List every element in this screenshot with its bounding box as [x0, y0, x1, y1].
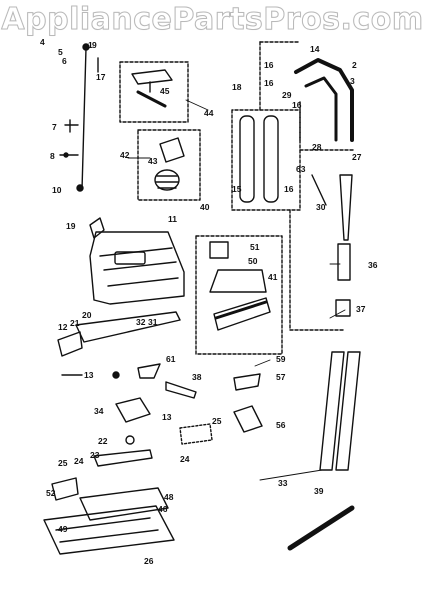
callout-label: 24 [74, 456, 84, 466]
floor-tool-group [195, 235, 283, 355]
callout-label: 23 [90, 450, 100, 460]
callout-label: 22 [98, 436, 108, 446]
callout-label: 8 [50, 151, 55, 161]
callout-label: 16 [292, 100, 302, 110]
callout-label: 29 [282, 90, 292, 100]
callout-label: 13 [84, 370, 94, 380]
leader-lines [127, 99, 346, 481]
callout-label: 5 [58, 47, 63, 57]
dashed-boundary [259, 41, 346, 331]
small-parts-group [51, 363, 263, 501]
callout-label: 40 [200, 202, 210, 212]
callout-label: 32 [136, 317, 146, 327]
callout-label: 39 [314, 486, 324, 496]
callout-label: 10 [52, 185, 62, 195]
callout-numbers: 1 2 3 4 5 6 7 8 9 10 11 12 13 13 14 15 1… [40, 37, 378, 566]
callout-label: 25 [58, 458, 68, 468]
callout-label: 12 [58, 322, 68, 332]
callout-label: 13 [162, 412, 172, 422]
power-nozzle-housing [57, 217, 185, 379]
callout-label: 16 [264, 60, 274, 70]
callout-label: 15 [232, 184, 242, 194]
callout-label: 25 [212, 416, 222, 426]
callout-label: 31 [148, 317, 158, 327]
callout-label: 33 [278, 478, 288, 488]
wand-tubes-group [231, 58, 361, 471]
callout-label: 30 [316, 202, 326, 212]
dusting-brush-group [137, 129, 201, 201]
base-plate [43, 487, 355, 555]
callout-label: 11 [168, 214, 177, 224]
callout-label: 18 [232, 82, 242, 92]
callout-label: 36 [368, 260, 378, 270]
callout-label: 17 [96, 72, 106, 82]
handle-rod-part [59, 43, 99, 192]
callout-label: 49 [58, 524, 68, 534]
callout-label: 63 [296, 164, 306, 174]
callout-label: 46 [158, 504, 168, 514]
callout-label: 19 [66, 221, 76, 231]
callout-label: 42 [120, 150, 130, 160]
callout-label: 20 [82, 310, 92, 320]
callout-label: 51 [250, 242, 260, 252]
callout-label: 59 [276, 354, 286, 364]
callout-label: 45 [160, 86, 170, 96]
callout-label: 14 [310, 44, 320, 54]
callout-label: 21 [70, 318, 80, 328]
callout-label: 50 [248, 256, 258, 266]
callout-label: 61 [166, 354, 176, 364]
callout-label: 56 [276, 420, 286, 430]
callout-label: 41 [268, 272, 278, 282]
callout-label: 28 [312, 142, 322, 152]
callout-label: 38 [192, 372, 202, 382]
callout-label: 44 [204, 108, 214, 118]
callout-label: 52 [46, 488, 56, 498]
callout-label: 1 [88, 40, 93, 50]
callout-label: 37 [356, 304, 366, 314]
callout-label: 43 [148, 156, 158, 166]
callout-label: 9 [92, 40, 97, 50]
callout-label: 57 [276, 372, 286, 382]
callout-label: 34 [94, 406, 104, 416]
callout-label: 27 [352, 152, 362, 162]
callout-label: 4 [40, 37, 45, 47]
callout-label: 48 [164, 492, 174, 502]
callout-label: 3 [350, 76, 355, 86]
crevice-tool-group [119, 61, 189, 123]
callout-label: 26 [144, 556, 154, 566]
callout-label: 2 [352, 60, 357, 70]
callout-label: 7 [52, 122, 57, 132]
site-watermark: AppliancePartsPros.com [1, 2, 424, 38]
callout-label: 24 [180, 454, 190, 464]
callout-label: 16 [284, 184, 294, 194]
callout-label: 16 [264, 78, 274, 88]
callout-label: 6 [62, 56, 67, 66]
